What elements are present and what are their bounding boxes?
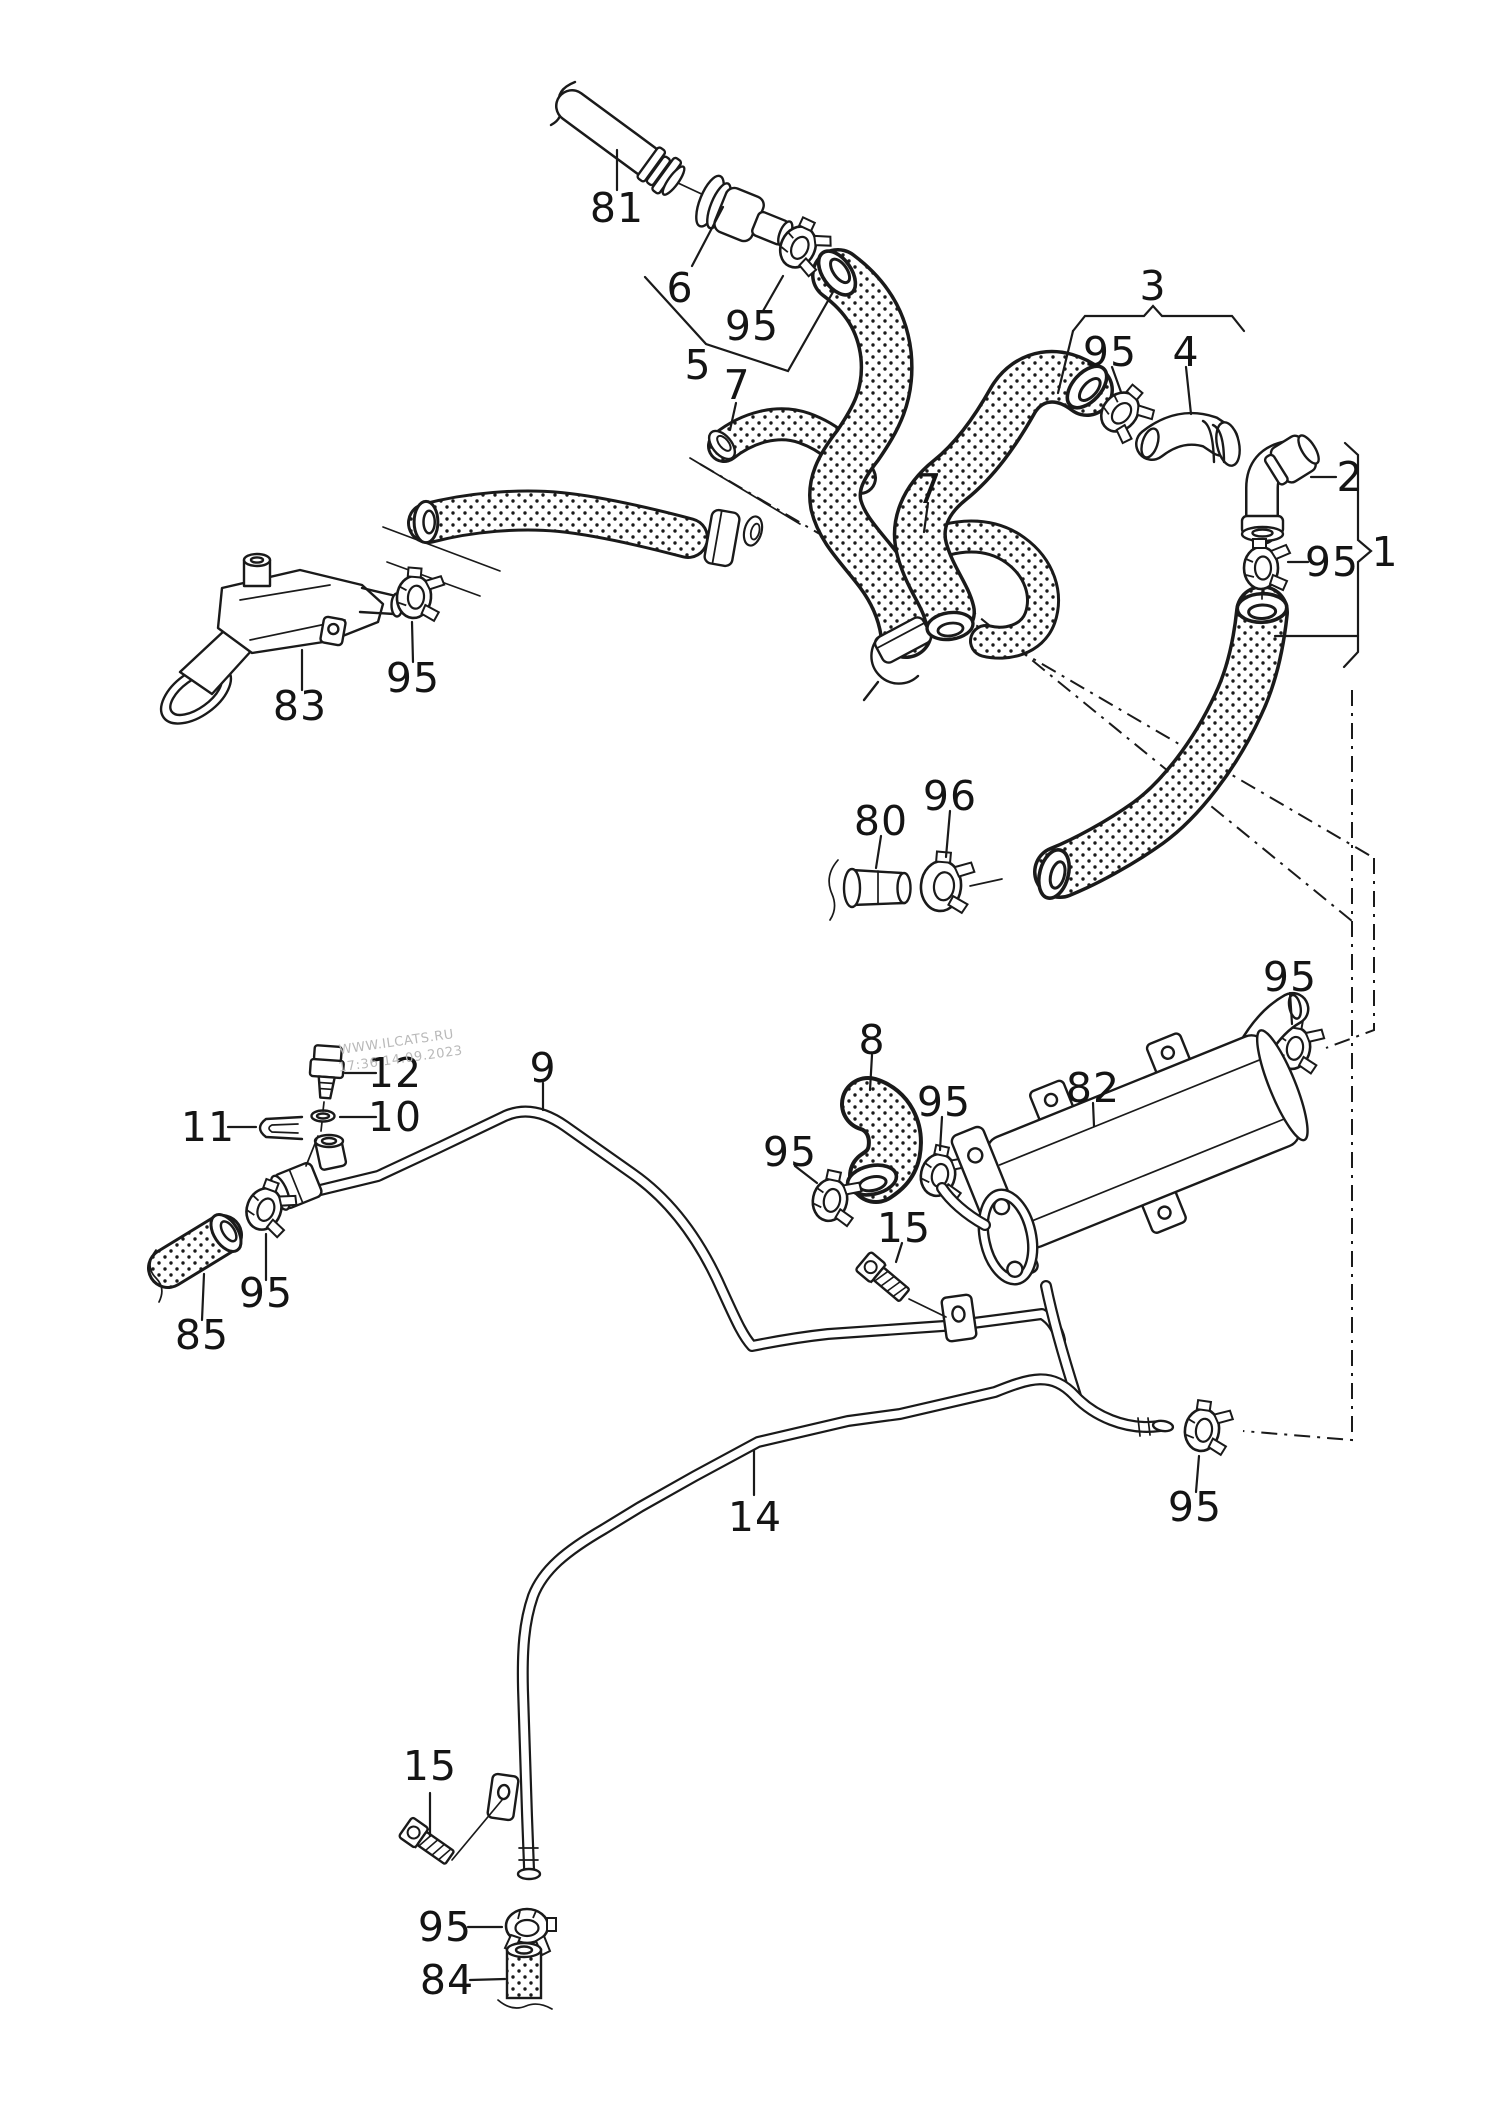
callout-12: 12 xyxy=(368,1049,422,1097)
bolt-15-mid xyxy=(854,1250,914,1306)
callout-95-bottom-right: 95 xyxy=(1168,1483,1222,1531)
preset-clamp-curl xyxy=(870,634,920,685)
callout-14: 14 xyxy=(728,1493,782,1541)
clamp-95-assembly1 xyxy=(1242,537,1292,592)
callout-95-cooler: 95 xyxy=(1263,953,1317,1001)
pipe-9 xyxy=(269,1105,1066,1352)
callout-8: 8 xyxy=(858,1016,885,1064)
callout-5: 5 xyxy=(684,341,711,389)
callout-96: 96 xyxy=(923,772,977,820)
elbow-4 xyxy=(1135,411,1241,467)
cooler-inlet-flange xyxy=(977,1188,1039,1286)
callout-1: 1 xyxy=(1371,528,1398,576)
callout-95-mid-left: 95 xyxy=(763,1128,817,1176)
connector-80 xyxy=(828,859,912,921)
hose-7-middle xyxy=(901,519,1060,660)
clamp-95-bottom-right xyxy=(1180,1397,1237,1458)
callout-3: 3 xyxy=(1139,262,1166,310)
callout-95-85: 95 xyxy=(239,1269,293,1317)
callout-15-mid: 15 xyxy=(877,1204,931,1252)
hose-end xyxy=(412,499,440,545)
alignment-bolt-bottom xyxy=(451,1799,503,1861)
callout-80: 80 xyxy=(854,797,908,845)
callout-95-assembly1: 95 xyxy=(1305,538,1359,586)
junction-sleeve xyxy=(702,507,767,569)
callout-81: 81 xyxy=(590,184,644,232)
elbow-2 xyxy=(1240,434,1320,600)
hose-group-3 xyxy=(892,349,1116,645)
leader-lines xyxy=(200,148,1338,1982)
pipe-14-bracket-tab xyxy=(486,1772,520,1822)
callout-95-bottom: 95 xyxy=(418,1903,472,1951)
pipe-9-bracket-tab xyxy=(940,1293,978,1343)
sensor-stack-alignment xyxy=(305,1101,325,1167)
callout-84: 84 xyxy=(420,1956,474,2004)
bracket-group-1 xyxy=(1273,441,1373,669)
callout-7-upper: 7 xyxy=(723,361,750,409)
callout-7-middle: 7 xyxy=(915,465,942,513)
pipe-81 xyxy=(549,80,686,196)
hose-85 xyxy=(147,1207,249,1303)
pipe-14 xyxy=(486,1373,1175,1881)
sensor-port xyxy=(313,1133,348,1171)
callout-9: 9 xyxy=(529,1044,556,1092)
clamp-95-housing xyxy=(393,565,447,623)
bracket-group-5 xyxy=(643,275,835,373)
clip-11 xyxy=(258,1115,304,1141)
seal-10 xyxy=(310,1109,336,1123)
cooler-82 xyxy=(936,991,1310,1402)
callout-95-group3: 95 xyxy=(1083,328,1137,376)
sensor-12 xyxy=(308,1044,345,1100)
alignment-bolt-mid xyxy=(908,1298,947,1318)
coupler-6 xyxy=(695,174,794,248)
callout-10: 10 xyxy=(368,1093,422,1141)
pipe-81-fitting xyxy=(636,146,686,196)
callout-4: 4 xyxy=(1172,328,1199,376)
hose-8 xyxy=(840,1076,923,1204)
callout-83: 83 xyxy=(273,682,327,730)
alignment-80-hose xyxy=(969,878,1003,887)
callout-15-bottom: 15 xyxy=(403,1742,457,1790)
hose-main-horizontal xyxy=(407,489,709,559)
hose-assembly-5 xyxy=(808,242,935,702)
callout-95-top: 95 xyxy=(725,302,779,350)
part-84 xyxy=(497,1941,553,2010)
callout-95-housing: 95 xyxy=(386,654,440,702)
callout-95-mid-right: 95 xyxy=(917,1078,971,1126)
housing-83 xyxy=(159,552,404,725)
bolt-15-bottom xyxy=(397,1815,458,1869)
bracket-group-3 xyxy=(1056,304,1246,395)
callout-85: 85 xyxy=(175,1311,229,1359)
callout-11: 11 xyxy=(181,1103,235,1151)
callout-6: 6 xyxy=(666,264,693,312)
clamp-96 xyxy=(917,849,978,915)
hose-assembly-1 xyxy=(1032,585,1290,904)
callout-2: 2 xyxy=(1336,453,1363,501)
callout-82: 82 xyxy=(1066,1064,1120,1112)
